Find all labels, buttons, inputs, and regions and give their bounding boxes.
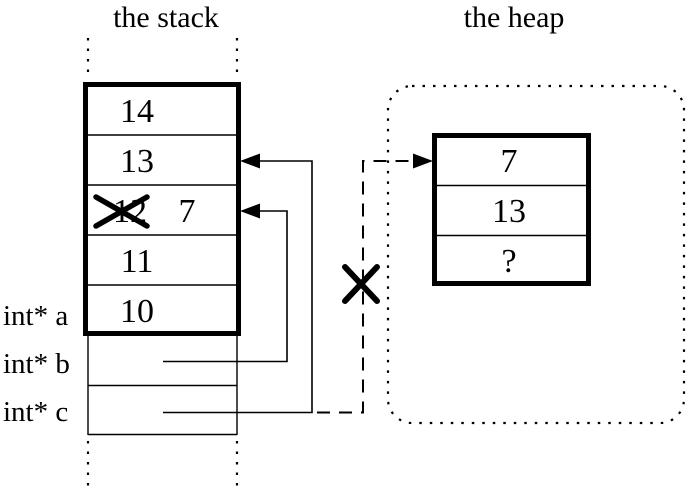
pointer-label-a: int* a — [3, 300, 68, 332]
heap-region-dotted-border — [386, 84, 686, 425]
stack-cell-value: 10 — [120, 293, 154, 330]
cross-out-icon — [93, 194, 150, 229]
broken-pointer-x-icon — [342, 264, 380, 304]
stack-cell-value: 11 — [121, 243, 154, 280]
dangling-pointer-arrowhead-icon — [413, 153, 433, 169]
heap-cell-value: 13 — [492, 193, 526, 230]
pointer-arrows — [163, 153, 433, 414]
pointer-label-c: int* c — [3, 396, 68, 428]
dangling-pointer-dashed-line — [317, 160, 413, 414]
stack-cell-new-value: 7 — [179, 193, 196, 230]
stack-section: the stack 14 13 12 7 11 10 int* a int* b… — [3, 1, 241, 487]
heap-cell-separators — [437, 184, 586, 237]
pointer-label-b: int* b — [3, 348, 70, 380]
pointer-c-arrowhead-icon — [240, 153, 260, 169]
stack-title: the stack — [113, 1, 219, 34]
heap-cell-value: 7 — [501, 143, 518, 180]
heap-title: the heap — [464, 1, 565, 34]
stack-cell-value: 14 — [120, 93, 154, 130]
pointer-b-arrowhead-icon — [240, 203, 260, 219]
heap-section: the heap 7 13 ? — [386, 1, 686, 425]
stack-lower-cells-outline — [87, 334, 238, 436]
pointer-b-arrow-line — [163, 210, 288, 363]
stack-cell-separators — [88, 134, 236, 286]
stack-cell-value: 13 — [120, 143, 154, 180]
pointer-c-arrow-line — [163, 160, 313, 414]
heap-object-box — [432, 133, 591, 286]
stack-frame-box — [83, 82, 241, 336]
heap-cell-value: ? — [501, 243, 516, 280]
